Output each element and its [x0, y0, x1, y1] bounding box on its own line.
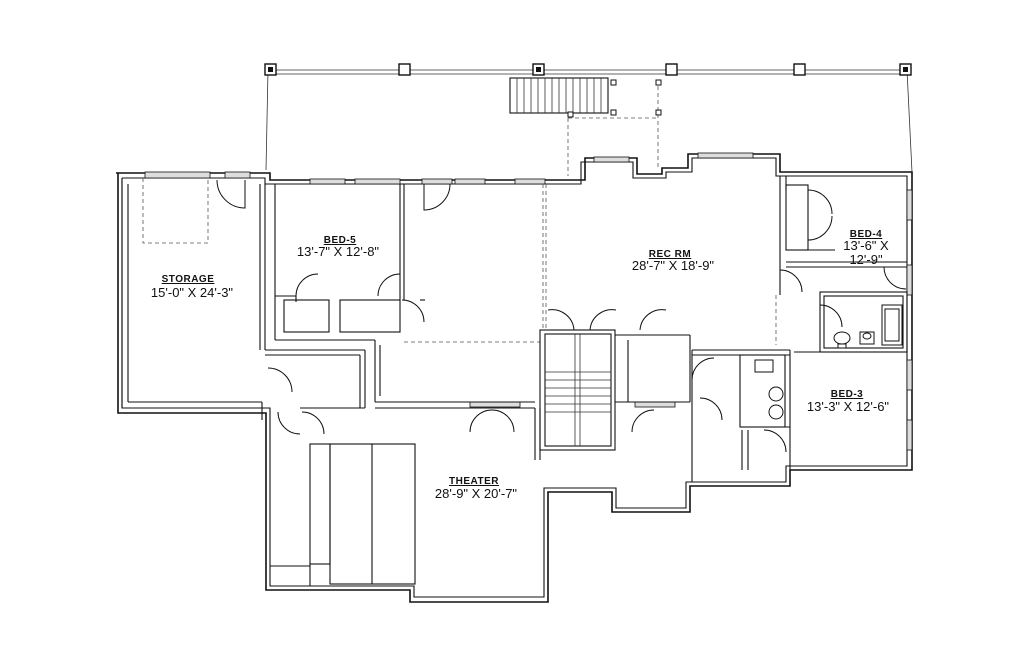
- bed3-room: [691, 349, 907, 482]
- rec-room-label: REC RM: [649, 249, 691, 260]
- bed5-room: [274, 183, 451, 402]
- deck-posts: [264, 63, 912, 76]
- windows: [144, 152, 913, 451]
- bathroom: [819, 291, 908, 353]
- bed5-dimensions: 13'-7" X 12'-8": [297, 244, 380, 259]
- theater-label: THEATER: [449, 476, 499, 487]
- exterior-stairs: [509, 77, 662, 176]
- theater-dimensions: 28'-9" X 20'-7": [435, 486, 518, 501]
- storage-room: [121, 178, 266, 420]
- bed4-dimensions-line1: 13'-6" X: [843, 238, 889, 253]
- bed4-label: BED-4: [850, 229, 883, 240]
- storage-dimensions: 15'-0" X 24'-3": [151, 285, 234, 300]
- interior-stairs: [539, 329, 691, 451]
- bed4-dimensions-line2: 12'-9": [849, 252, 883, 267]
- storage-label: STORAGE: [162, 274, 215, 285]
- theater-room: [265, 349, 655, 586]
- bed4-room: [779, 176, 907, 295]
- bed5-label: BED-5: [324, 235, 357, 246]
- rec-room: [404, 184, 777, 345]
- bed3-dimensions: 13'-3" X 12'-6": [807, 399, 890, 414]
- exterior-walls: [116, 153, 913, 603]
- rec-room-dimensions: 28'-7" X 18'-9": [632, 258, 715, 273]
- room-labels: STORAGE 15'-0" X 24'-3" BED-5 13'-7" X 1…: [151, 229, 890, 501]
- bed3-label: BED-3: [831, 389, 864, 400]
- deck: [265, 69, 913, 173]
